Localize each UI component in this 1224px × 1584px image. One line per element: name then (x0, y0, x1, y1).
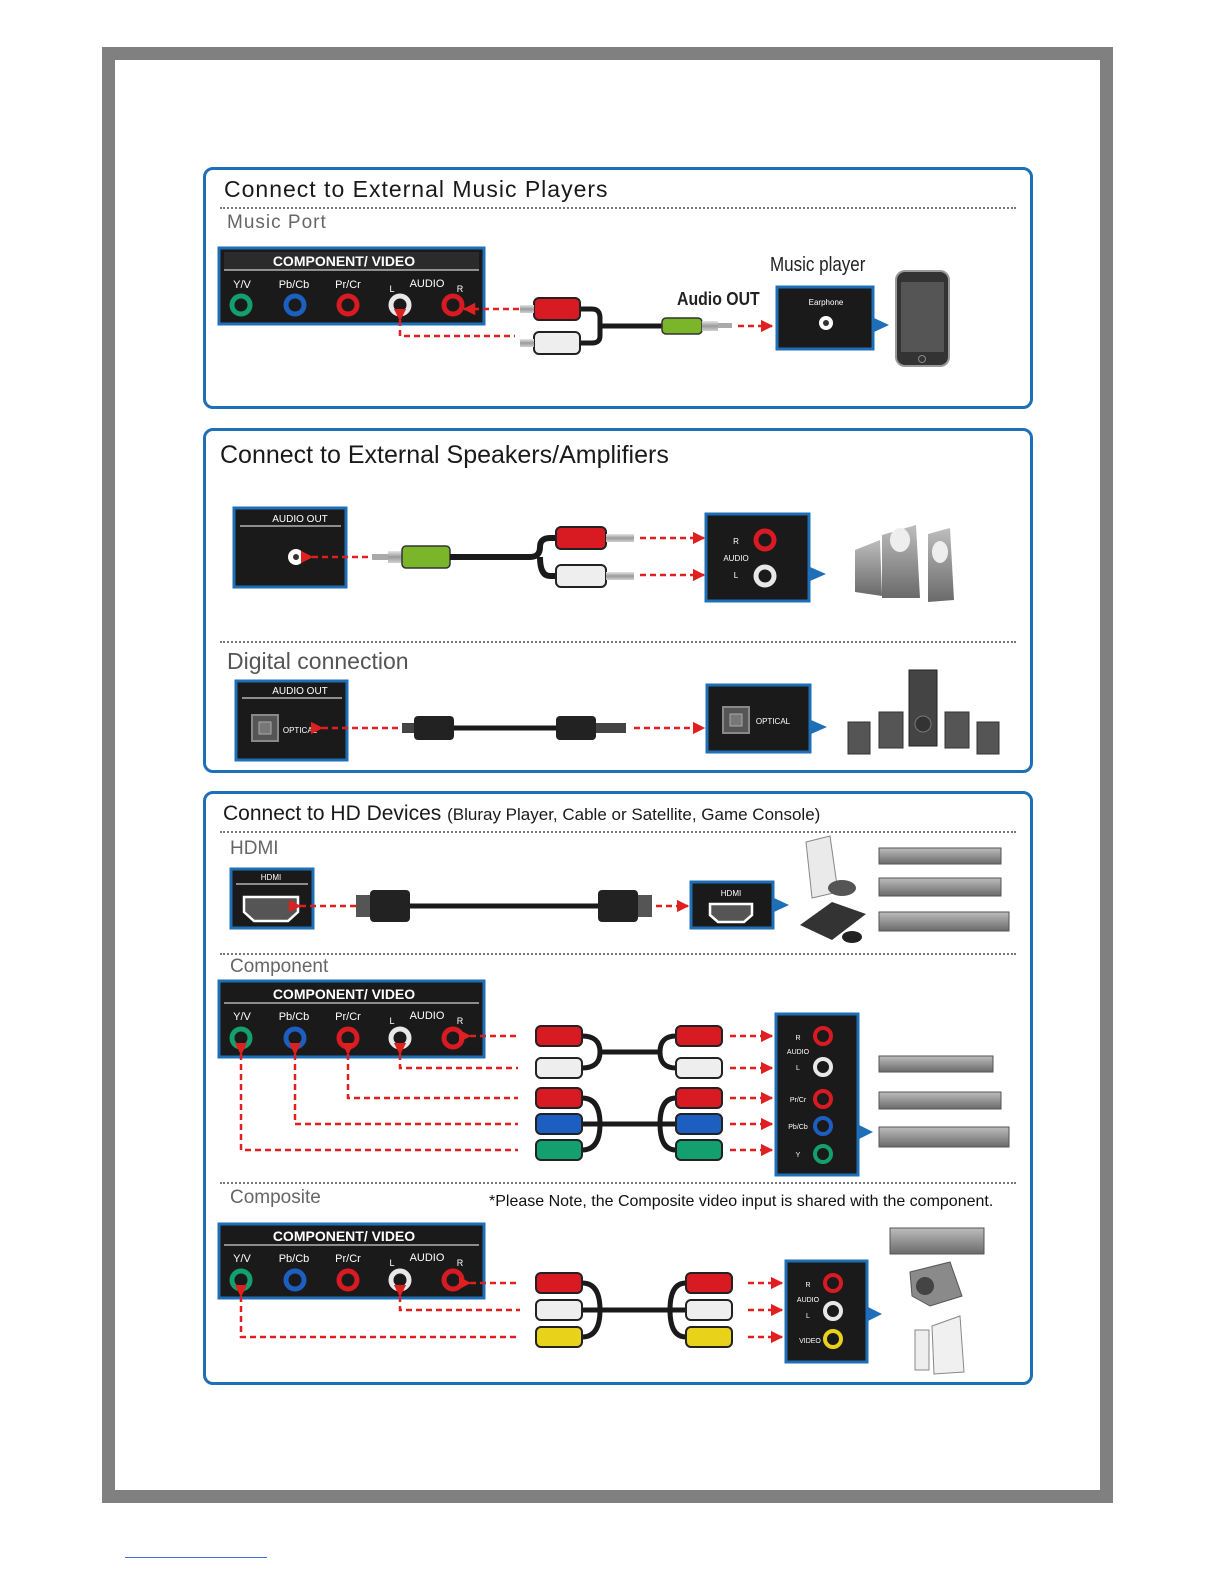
component-devices-image (878, 1055, 1010, 1148)
music-player-label: Music player (770, 254, 866, 276)
divider (220, 641, 1016, 643)
component-cables (535, 1025, 723, 1161)
earphone-port: Earphone (775, 285, 889, 351)
divider (220, 207, 1016, 209)
speakers-image (855, 525, 954, 602)
hdmi-out-port: HDMI (229, 867, 315, 930)
optical-audio-out-label: AUDIO OUT (272, 686, 328, 697)
component-arrows-right (730, 1029, 774, 1157)
surround-speakers-image (847, 669, 1000, 755)
jack-red (336, 293, 360, 317)
port-label-r: R (457, 1016, 464, 1026)
music-players-panel: Connect to External Music Players Music … (203, 167, 1033, 409)
music-player-device (895, 270, 950, 367)
hdmi-subtitle: HDMI (230, 838, 279, 859)
divider (220, 1182, 1016, 1184)
rca-to-35mm-cable (393, 297, 774, 355)
label-l: L (734, 571, 739, 580)
label-audio: AUDIO (787, 1049, 810, 1056)
hdmi-in-label: HDMI (721, 889, 741, 898)
jack-green (229, 293, 253, 317)
port-label-prcr: Pr/Cr (335, 1011, 361, 1023)
composite-arrows-right (748, 1276, 784, 1344)
label-prcr: Pr/Cr (790, 1097, 807, 1104)
port-panel-header: COMPONENT/ VIDEO (273, 1228, 415, 1244)
port-label-pbcb: Pb/Cb (279, 1011, 310, 1023)
port-panel-header: COMPONENT/ VIDEO (273, 253, 415, 269)
label-video: VIDEO (799, 1338, 821, 1345)
port-label-l: L (389, 1016, 394, 1026)
optical-in-port: OPTICAL (705, 683, 827, 754)
optical-in-label: OPTICAL (756, 717, 791, 726)
divider (220, 831, 1016, 833)
composite-note: *Please Note, the Composite video input … (489, 1193, 994, 1210)
composite-arrows-left (234, 1276, 520, 1339)
port-label-l: L (389, 1258, 394, 1268)
composite-devices-image (889, 1227, 985, 1375)
port-label-prcr: Pr/Cr (335, 279, 361, 291)
label-y: Y (796, 1152, 801, 1159)
port-label-pbcb: Pb/Cb (279, 1253, 310, 1265)
audio-out-port: AUDIO OUT (232, 506, 348, 589)
port-label-yv: Y/V (233, 279, 251, 291)
component-port-panel: COMPONENT/ VIDEO Y/V Pb/Cb Pr/Cr AUDIO L… (217, 246, 486, 326)
label-audio: AUDIO (797, 1297, 820, 1304)
panel-title: Connect to External Speakers/Amplifiers (220, 441, 669, 469)
label-pbcb: Pb/Cb (788, 1124, 808, 1131)
component-port-panel: COMPONENT/ VIDEO Y/V Pb/Cb Pr/Cr AUDIO L… (217, 979, 486, 1059)
port-label-audio: AUDIO (410, 1010, 445, 1022)
component-in-port: R AUDIO L Pr/Cr Pb/Cb Y (774, 1012, 873, 1177)
optical-label: OPTICAL (283, 726, 318, 735)
panel-title-main: Connect to HD Devices (223, 802, 442, 825)
composite-port-panel: COMPONENT/ VIDEO Y/V Pb/Cb Pr/Cr AUDIO L… (217, 1222, 486, 1300)
divider (220, 953, 1016, 955)
port-label-l: L (389, 284, 394, 294)
panel-subtitle: Music Port (227, 212, 327, 233)
port-label-pbcb: Pb/Cb (279, 279, 310, 291)
audio-in-port: R AUDIO L (704, 512, 826, 603)
hdmi-in-port: HDMI (689, 880, 789, 930)
hdmi-out-label: HDMI (261, 873, 281, 882)
panel-title: Connect to HD Devices (Bluray Player, Ca… (223, 802, 820, 826)
label-l: L (806, 1313, 810, 1320)
jack-red (441, 293, 465, 317)
audio-out-label: Audio OUT (677, 289, 760, 309)
label-r: R (805, 1282, 810, 1289)
port-label-yv: Y/V (233, 1253, 251, 1265)
jack-blue (283, 293, 307, 317)
panel-title-paren: (Bluray Player, Cable or Satellite, Game… (447, 805, 821, 824)
component-subtitle: Component (230, 956, 329, 977)
35mm-to-rca-cable (300, 526, 706, 588)
audio-out-port-label: AUDIO OUT (272, 514, 328, 525)
earphone-label: Earphone (809, 298, 844, 307)
port-label-yv: Y/V (233, 1011, 251, 1023)
digital-subtitle: Digital connection (227, 648, 409, 674)
component-arrows-left (234, 1029, 518, 1152)
label-r: R (795, 1035, 800, 1042)
panel-title: Connect to External Music Players (224, 176, 609, 202)
port-label-r: R (457, 1258, 464, 1268)
label-r: R (733, 537, 739, 546)
optical-out-port: AUDIO OUT OPTICAL (234, 679, 349, 762)
hdmi-cable (288, 890, 690, 922)
port-panel-header: COMPONENT/ VIDEO (273, 986, 415, 1002)
port-label-r: R (457, 284, 464, 294)
game-consoles-image (800, 835, 866, 943)
label-audio: AUDIO (723, 554, 748, 563)
composite-cables (535, 1272, 733, 1348)
bluray-players-image (878, 847, 1010, 932)
composite-in-port: R AUDIO L VIDEO (784, 1259, 882, 1364)
footer-line (125, 1557, 267, 1558)
port-label-prcr: Pr/Cr (335, 1253, 361, 1265)
optical-cable (310, 716, 706, 740)
composite-subtitle: Composite (230, 1187, 321, 1208)
label-l: L (796, 1065, 800, 1072)
port-label-audio: AUDIO (410, 278, 445, 290)
port-label-audio: AUDIO (410, 1252, 445, 1264)
